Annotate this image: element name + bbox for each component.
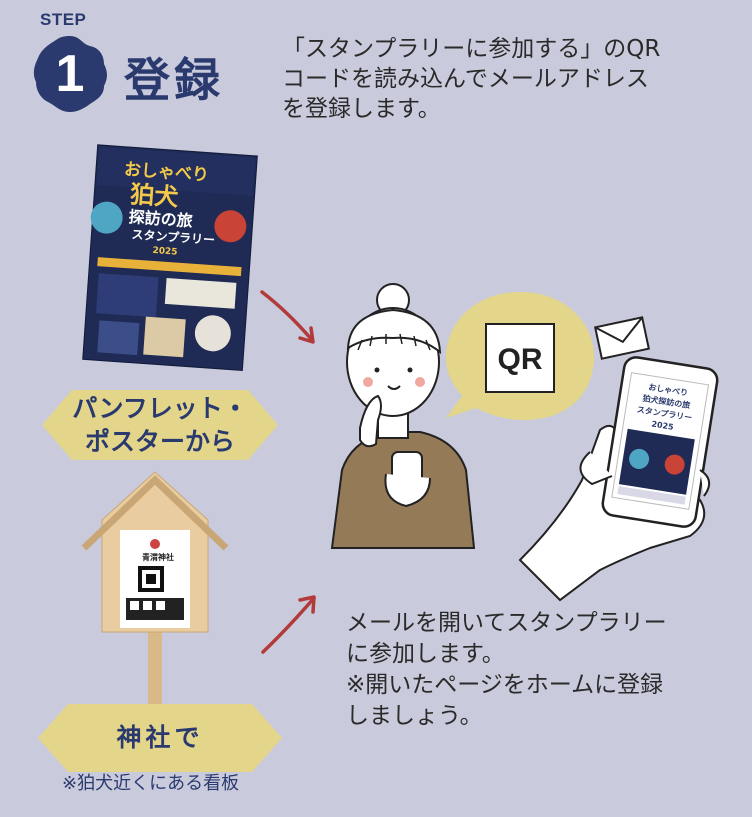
step-badge-icon [33, 36, 108, 112]
instruction-line: に参加します。 [346, 641, 505, 667]
arrow-up-right-icon [261, 595, 316, 654]
arrow-down-right-icon [260, 290, 315, 344]
intro-line: コードを読み込んでメールアドレス [282, 66, 649, 92]
instruction-line: しましょう。 [346, 703, 483, 729]
page-title: 登録 [124, 53, 224, 107]
step-number: 1 [55, 45, 85, 103]
instruction-text: メールを開いてスタンプラリー に参加します。 ※開いたページをホームに登録 しま… [346, 608, 746, 732]
sign-shrine-name: 青渭神社 [142, 552, 174, 562]
intro-text: 「スタンプラリーに参加する」のQR コードを読み込んでメールアドレス を登録しま… [282, 34, 732, 124]
intro-line: 「スタンプラリーに参加する」のQR [282, 36, 661, 62]
qr-label: QR [498, 343, 543, 376]
poster-year: 2025 [152, 246, 178, 258]
phone-line: 2025 [651, 420, 675, 432]
speech-bubble: QR [446, 292, 595, 420]
pamphlet-source-label: パンフレット・ ポスターから [42, 392, 278, 458]
poster-title-main: 狛犬 [129, 180, 180, 211]
pamphlet-line: ポスターから [84, 427, 235, 456]
poster-image: おしゃべり 狛犬 探訪の旅 スタンプラリー 2025 [82, 144, 258, 371]
shrine-note: ※狛犬近くにある看板 [62, 773, 240, 794]
envelope-icon [594, 316, 650, 360]
instruction-line: ※開いたページをホームに登録 [346, 672, 664, 698]
shrine-flag-shape [38, 704, 282, 772]
shrine-source-label: 神社で [38, 721, 282, 755]
shrine-label: 神社で [116, 723, 204, 752]
pamphlet-flag-shape [42, 390, 278, 460]
person-illustration [330, 283, 476, 549]
poster-subtitle: 探訪の旅 [128, 207, 193, 230]
pamphlet-line: パンフレット・ [72, 394, 248, 423]
instruction-line: メールを開いてスタンプラリー [346, 610, 667, 636]
shrine-sign-image: 青渭神社 [81, 471, 229, 710]
step-label: STEP [40, 10, 87, 29]
intro-line: を登録します。 [282, 96, 441, 122]
poster-subtitle2: スタンプラリー [131, 226, 215, 247]
hand-phone-illustration: おしゃべり 狛犬探訪の旅 スタンプラリー 2025 [518, 356, 719, 602]
